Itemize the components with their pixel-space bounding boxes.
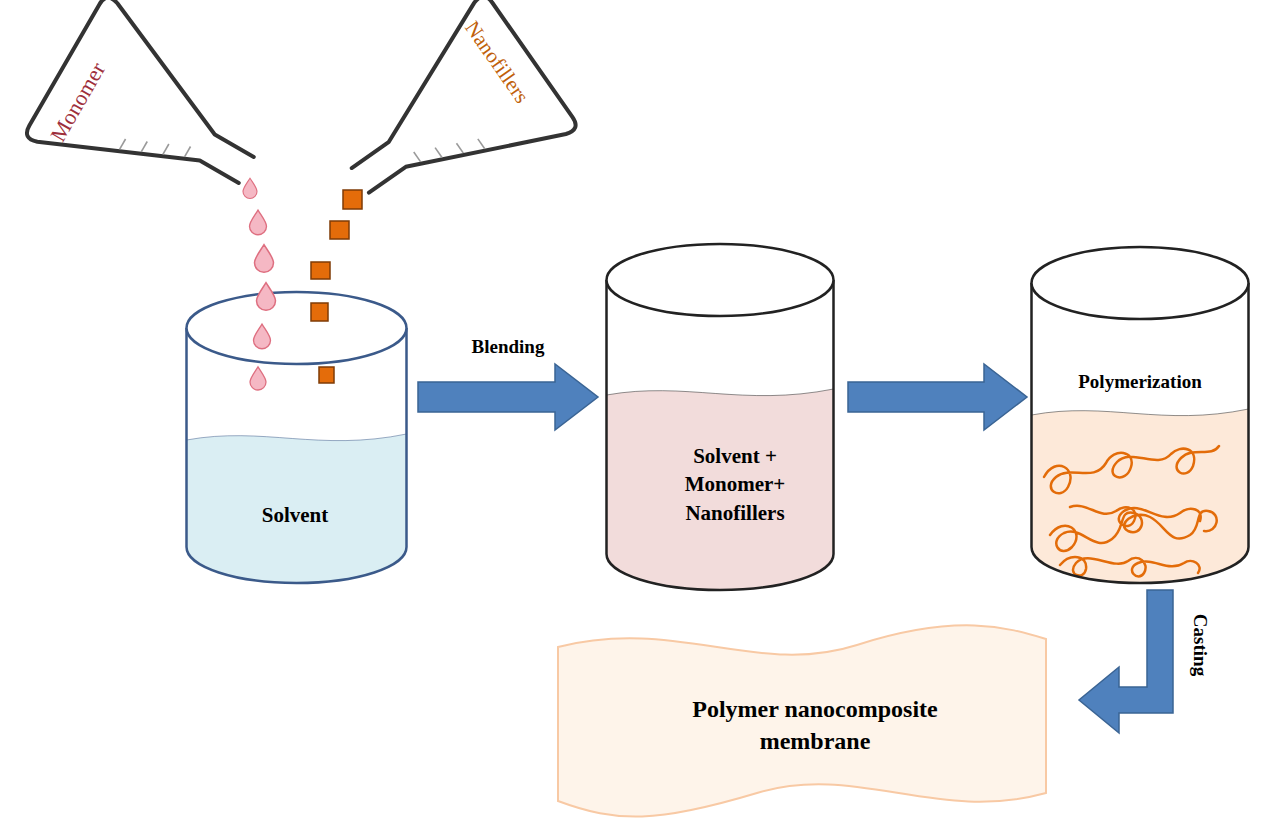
beaker-rim: [187, 292, 407, 364]
membrane-sheet-shape: [557, 625, 1047, 820]
solvent-beaker: Solvent: [185, 290, 408, 585]
graduation-mark: [185, 146, 191, 156]
beaker-outline: [1032, 283, 1249, 583]
block-arrow: [848, 364, 1027, 430]
monomer-flask: Monomer: [0, 0, 265, 200]
beaker-liquid: [187, 434, 407, 583]
mixture-beaker: Solvent + Monomer+ Nanofillers: [605, 242, 835, 592]
flask-outline: [314, 0, 579, 247]
graduation-mark: [456, 143, 463, 153]
beaker-body: [1032, 283, 1249, 583]
node-label: Polymer nanocomposite membrane: [665, 693, 965, 758]
beaker-body: [187, 328, 407, 583]
nanofiller-flask: Nanofillers: [355, 0, 595, 235]
graduation-mark: [163, 144, 169, 154]
graduation-mark: [414, 152, 421, 162]
beaker-body: [607, 280, 834, 590]
polymer-chains: [1044, 446, 1219, 577]
block-arrow: [418, 364, 598, 430]
membrane-outline: [558, 625, 1046, 816]
arrow-label: Blending: [472, 336, 545, 358]
monomer-flask-shape: [0, 0, 265, 200]
nanofiller-particle: [330, 221, 349, 239]
graduation-mark: [478, 139, 485, 149]
graduation-mark: [120, 139, 126, 149]
flask-outline: [24, 0, 287, 240]
graduation-mark: [435, 148, 442, 158]
beaker-outline: [607, 280, 834, 590]
polymerization-beaker-shape: [1030, 245, 1250, 585]
monomer-drop: [243, 178, 257, 198]
monomer-drop: [255, 245, 274, 273]
polymerization-beaker: Polymerization: [1030, 245, 1250, 585]
block-arrow: [1079, 590, 1173, 733]
beaker-rim: [607, 244, 834, 316]
node-label: Solvent + Monomer+ Nanofillers: [668, 442, 803, 527]
beaker-outline: [187, 328, 407, 583]
arrow-label: Casting: [1189, 614, 1211, 676]
nanofiller-particle: [343, 190, 362, 209]
node-label: Polymerization: [1078, 369, 1201, 395]
mixture-beaker-shape: [605, 242, 835, 592]
solvent-beaker-shape: [185, 290, 408, 585]
membrane-sheet: Polymer nanocomposite membrane: [557, 625, 1047, 820]
beaker-liquid: [607, 389, 834, 590]
node-label: Solvent: [262, 501, 329, 529]
nanofiller-particle: [311, 262, 330, 279]
beaker-rim: [1032, 247, 1249, 319]
monomer-drop: [250, 210, 267, 235]
graduation-mark: [141, 142, 147, 152]
beaker-liquid: [1032, 409, 1249, 583]
